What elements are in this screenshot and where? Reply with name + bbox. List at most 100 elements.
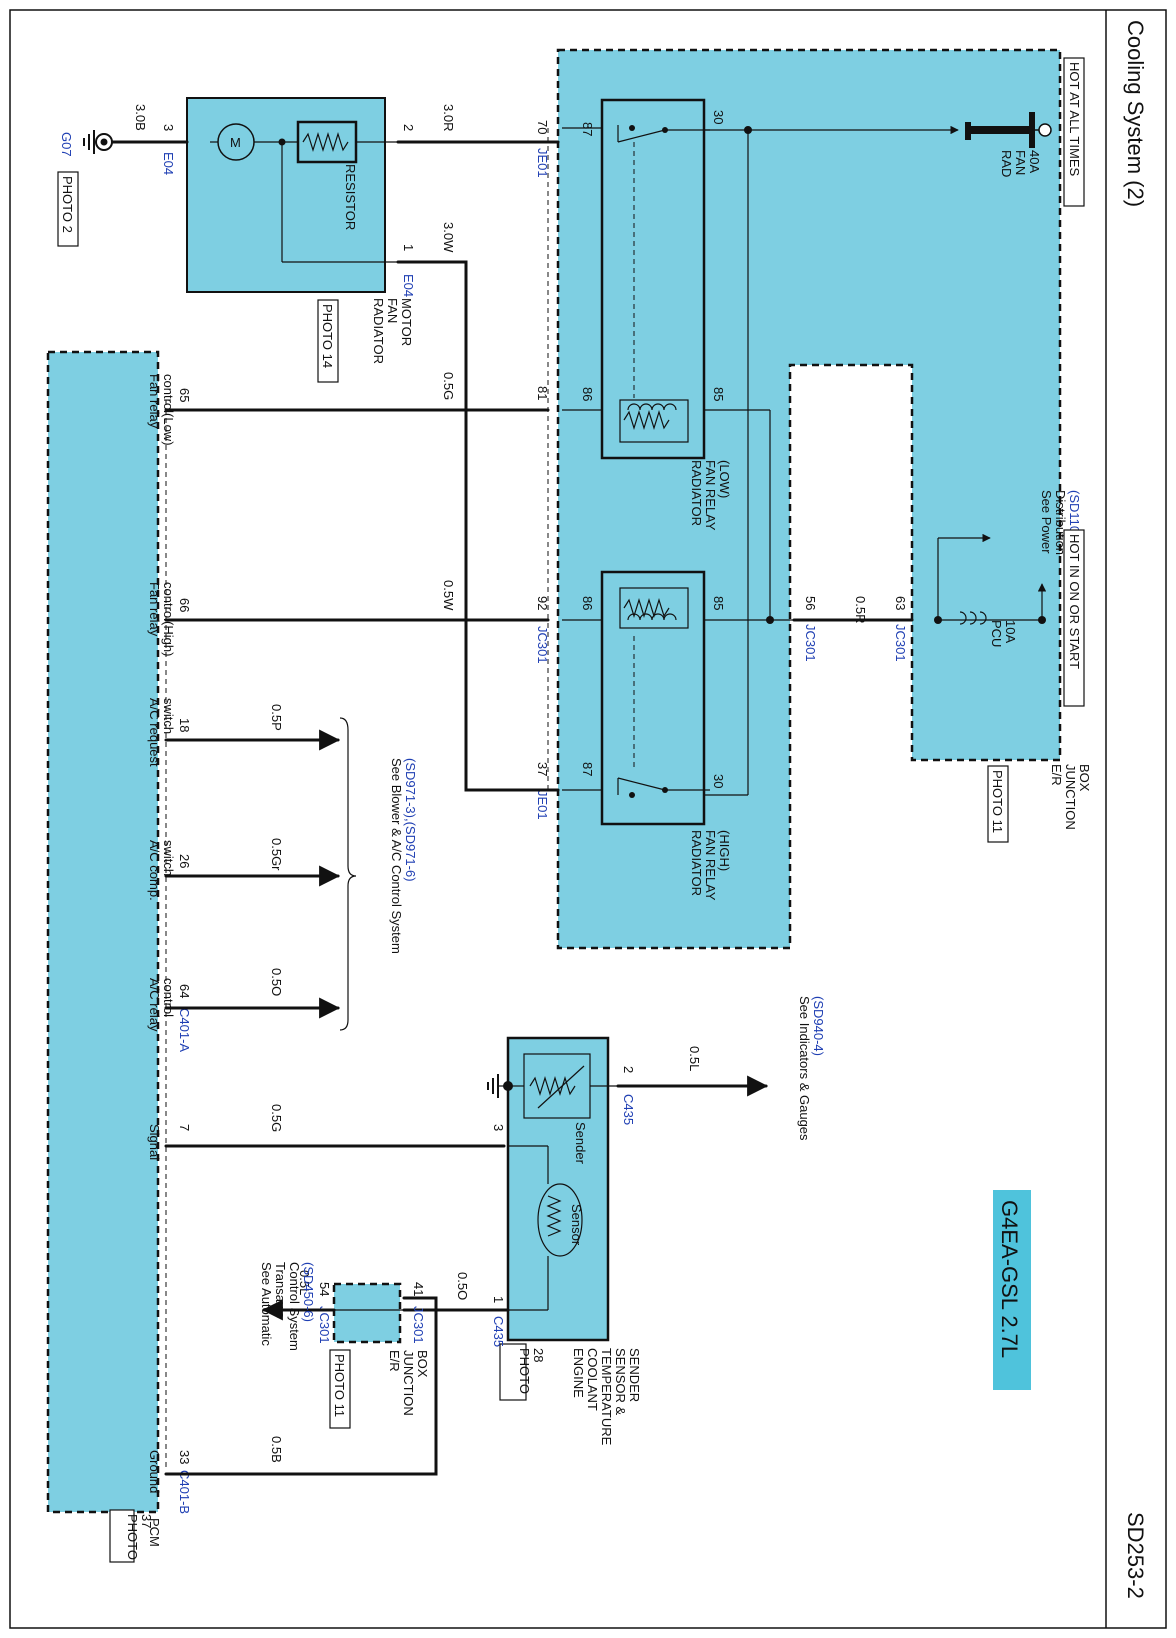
engine-badge: G4EA-GSL 2.7L: [993, 1190, 1031, 1390]
page-frame: [9, 9, 1167, 1629]
pcm-photo: PHOTO37: [109, 1509, 154, 1563]
fan-motor-pin-1: 1: [401, 244, 416, 251]
svg-text:PHOTO 11: PHOTO 11: [332, 1354, 347, 1417]
pin-63: 63: [893, 596, 908, 610]
sensor-thermistor: [537, 1183, 583, 1257]
ect-pin-2: 2: [621, 1066, 636, 1073]
pin-18-label: A/C requestswitch: [147, 698, 176, 767]
relay-high-title: RADIATORFAN RELAY(HIGH): [689, 830, 732, 901]
wire-05l-gauge-label: 0.5L: [687, 1046, 702, 1071]
fan-motor-photo: PHOTO 14: [317, 299, 339, 383]
fan-motor-connector-e04-b: E04: [401, 274, 416, 297]
connector-je01-top: JE01: [535, 148, 550, 178]
ect-pin-3: 3: [491, 1124, 506, 1131]
relay-high-pin-86: 86: [580, 596, 595, 610]
ground-photo: PHOTO 2: [57, 171, 79, 247]
relay-low-pin-87: 87: [580, 122, 595, 136]
pin-33-wire-label: 0.5B: [269, 1436, 284, 1463]
pin-7-wire-label: 0.5G: [269, 1104, 284, 1132]
pin-64-label: A/C relaycontrol: [147, 978, 176, 1032]
relay-low-pin-85: 85: [711, 387, 726, 401]
ect-sensor-title: ENGINECOOLANTTEMPERATURESENSOR &SENDER: [571, 1348, 642, 1446]
fuse-pcu-label: PCU10A: [989, 620, 1018, 647]
fan-motor-title: RADIATORFANMOTOR: [371, 298, 414, 364]
hot-all-times-box: HOT AT ALL TIMES: [1063, 57, 1085, 207]
fan-motor: M: [186, 97, 398, 293]
svg-text:M: M: [230, 135, 241, 150]
pcm-connector-c401b: C401-B: [177, 1470, 192, 1514]
fan-motor-pin-2: 2: [401, 124, 416, 131]
small-junction-box: [332, 1282, 404, 1344]
see-indicators-gauges: See Indicators & Gauges(SD940-4): [797, 996, 826, 1141]
connector-jc301-92: JC301: [535, 626, 550, 664]
blower-brace: [339, 717, 357, 1031]
svg-text:PHOTO 14: PHOTO 14: [320, 304, 335, 368]
sensor-label: Sensor: [569, 1204, 584, 1246]
pin-64-number: 64: [177, 984, 192, 998]
svg-text:HOT AT ALL TIMES: HOT AT ALL TIMES: [1067, 62, 1082, 176]
ect-connector-c435-a: C435: [621, 1094, 636, 1125]
pin-18-wire-label: 0.5P: [269, 704, 284, 731]
pin-64-wire-label: 0.5O: [269, 968, 284, 996]
page-title: Cooling System (2): [1123, 20, 1148, 207]
wire-05o-out-label: 0.5O: [455, 1272, 470, 1300]
connector-jc301-56: JC301: [803, 624, 818, 662]
pin-81: 81: [535, 386, 550, 400]
pcm-box: [46, 350, 167, 1514]
small-jbox-connector-bottom: JC301: [317, 1306, 332, 1344]
relay-high-pin-87: 87: [580, 762, 595, 776]
svg-text:PHOTO 2: PHOTO 2: [60, 176, 75, 233]
pin-33-label: Ground: [147, 1450, 162, 1493]
resistor-label: RESISTOR: [343, 164, 358, 230]
pin-65-number: 65: [177, 388, 192, 402]
wire-3-0r-label: 3.0R: [441, 104, 456, 131]
connector-je01-bottom: JE01: [535, 790, 550, 820]
fan-motor-connector-e04-a: E04: [161, 152, 176, 175]
pin-70: 70: [535, 120, 550, 134]
relay-high-coil: [619, 587, 689, 629]
pin-18-number: 18: [177, 718, 192, 732]
ect-connector-c435-b: C435: [491, 1316, 506, 1347]
svg-text:PHOTO28: PHOTO28: [517, 1348, 546, 1394]
pin-66-wire-label: 0.5W: [441, 580, 456, 611]
see-blower-ac: See Blower & A/C Control System(SD971-3)…: [389, 758, 418, 954]
ect-pin-1: 1: [491, 1296, 506, 1303]
pin-92: 92: [535, 596, 550, 610]
pin-66-label: Fan relaycontrol(High): [147, 582, 176, 656]
small-jbox-connector-top: JC301: [411, 1306, 426, 1344]
small-jbox-pin-54: 54: [317, 1282, 332, 1296]
small-jbox-photo: PHOTO 11: [329, 1349, 351, 1429]
wire-05r: 0.5R: [853, 596, 868, 623]
fuse-pcu: [934, 533, 1047, 625]
svg-text:G4EA-GSL 2.7L: G4EA-GSL 2.7L: [997, 1200, 1022, 1358]
pin-7-number: 7: [177, 1124, 192, 1131]
connector-jc301-63: JC301: [893, 624, 908, 662]
wire-05l-transaxle-label: 0.5L: [297, 1270, 312, 1295]
pin-33-number: 33: [177, 1450, 192, 1464]
svg-text:PHOTO37: PHOTO37: [125, 1514, 154, 1560]
small-jbox-pin-41: 41: [411, 1282, 426, 1296]
junction-box-photo: PHOTO 11: [987, 765, 1009, 843]
ground-g07-label: G07: [59, 132, 74, 157]
pin-26-label: A/C comp.switch: [147, 840, 176, 901]
small-jbox-title: E/RJUNCTIONBOX: [387, 1350, 430, 1416]
relay-high-pin-30: 30: [711, 774, 726, 788]
relay-low-coil: [619, 399, 689, 443]
pcm-connector-c401a: C401-A: [177, 1008, 192, 1052]
pin-56: 56: [803, 596, 818, 610]
ect-sensor: [487, 1036, 618, 1342]
fuse-rad-fan: [965, 112, 1052, 148]
relay-low-pin-86: 86: [580, 387, 595, 401]
svg-text:HOT IN ON OR START: HOT IN ON OR START: [1067, 534, 1082, 669]
relay-low-title: RADIATORFAN RELAY(LOW): [689, 460, 732, 531]
hot-on-start-box: HOT IN ON OR START: [1063, 529, 1085, 707]
fan-motor-pin-3: 3: [161, 124, 176, 131]
pcm-title: PCM: [147, 1518, 162, 1547]
pin-66-number: 66: [177, 598, 192, 612]
wire-3-0b-label: 3.0B: [133, 104, 148, 131]
pin-26-wire-label: 0.5Gr: [269, 838, 284, 871]
pin-26-number: 26: [177, 854, 192, 868]
relay-high: 86 85 87 30: [580, 570, 726, 826]
page-code: SD253-2: [1123, 1512, 1148, 1599]
